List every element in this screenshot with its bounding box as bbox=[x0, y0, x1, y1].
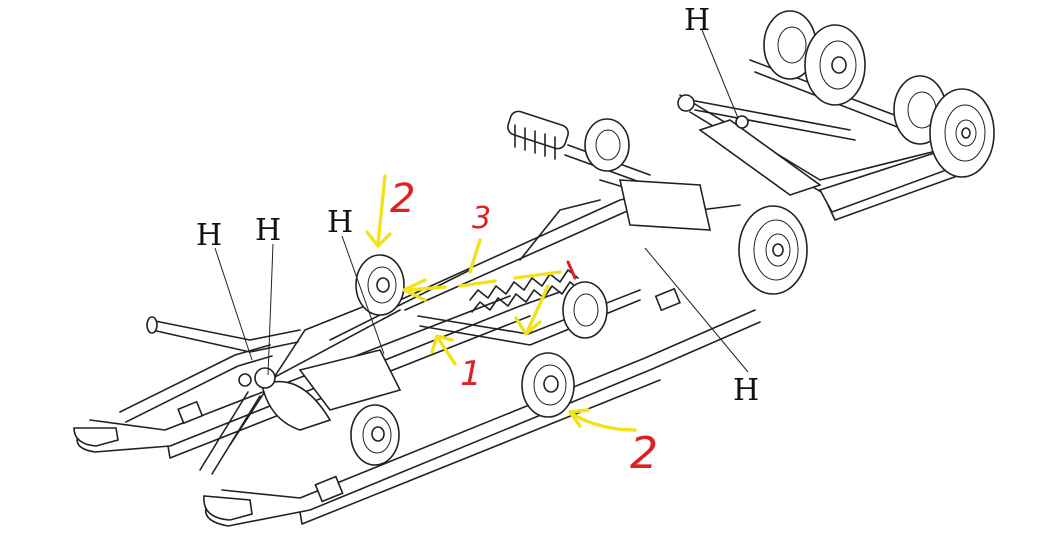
wheel-front-left bbox=[355, 254, 405, 316]
center-housing bbox=[238, 179, 712, 431]
h-label-front-1: H bbox=[196, 218, 222, 253]
h-leader-line-2 bbox=[267, 243, 274, 376]
arrow-to-hub bbox=[402, 238, 562, 302]
wheel-middle-right bbox=[350, 404, 400, 466]
annotation-number-3: 3 bbox=[472, 201, 491, 236]
yellow-annotations bbox=[365, 174, 637, 432]
left-rail bbox=[73, 291, 561, 459]
annotation-number-2-bottom: 2 bbox=[630, 428, 658, 479]
front-arm bbox=[119, 299, 381, 475]
rear-section-assembly bbox=[677, 10, 995, 221]
h-label-rear: H bbox=[684, 3, 710, 38]
arrow-near-spring bbox=[514, 284, 550, 336]
red-tick-mark bbox=[566, 260, 577, 280]
h-leader-line-rear bbox=[701, 29, 739, 119]
rear-wheel-top-right bbox=[804, 24, 866, 106]
h-label-front-2: H bbox=[255, 213, 281, 248]
wheel-rear-right bbox=[738, 205, 808, 295]
h-label-right: H bbox=[733, 373, 759, 408]
h-leader-line-right bbox=[644, 247, 749, 373]
arrow-to-front-left-wheel bbox=[365, 174, 392, 248]
rear-wheel-top-left bbox=[763, 10, 817, 80]
wheel-middle-left bbox=[562, 281, 608, 339]
annotation-number-1: 1 bbox=[460, 354, 482, 394]
h-label-group: H H H H H bbox=[196, 3, 759, 408]
wheel-front-right bbox=[521, 352, 575, 418]
arrow-to-front-right-wheel bbox=[568, 408, 637, 432]
red-number-annotations: 2 3 1 2 bbox=[390, 176, 658, 479]
main-skid-assembly bbox=[73, 110, 808, 527]
rear-wheel-bottom-right bbox=[929, 88, 995, 178]
right-rail bbox=[177, 287, 761, 527]
annotation-number-2-top: 2 bbox=[390, 176, 415, 222]
h-leader-line-3 bbox=[341, 235, 385, 355]
arrow-to-shaft bbox=[430, 334, 457, 366]
wheel-rear-upper bbox=[584, 118, 630, 172]
h-label-front-3: H bbox=[327, 205, 353, 240]
h-leader-line-1 bbox=[214, 247, 253, 361]
center-shock-spring bbox=[469, 199, 601, 313]
